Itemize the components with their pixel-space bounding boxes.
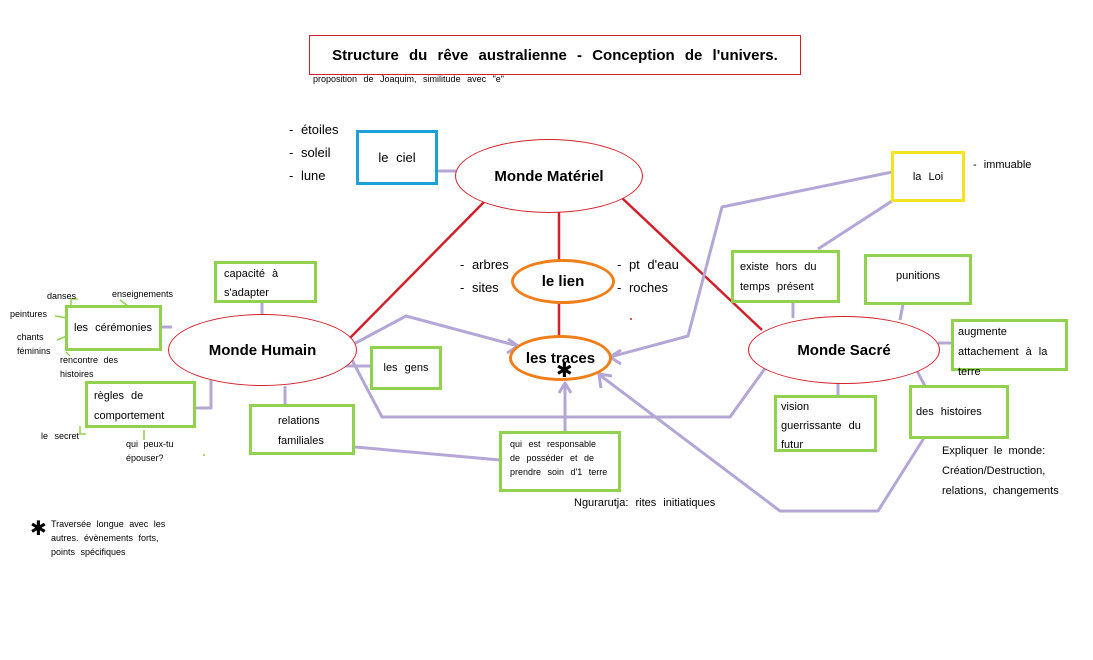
ciel-item: - étoiles xyxy=(289,122,339,137)
le-ciel-label: le ciel xyxy=(378,149,416,165)
star-icon: ✱ xyxy=(556,360,573,382)
ceremony-label: rencontre des histoires xyxy=(60,355,119,379)
arrow-loi-traces xyxy=(609,170,893,359)
arrow-humain-traces xyxy=(351,314,519,348)
subtitle: proposition de Joaquim, similitude avec … xyxy=(313,74,504,84)
ngurarutja-label: Ngurarutja: rites initiatiques xyxy=(574,497,716,509)
lien-left-item: - arbres xyxy=(460,257,509,272)
box-le-ciel: le ciel xyxy=(356,130,438,185)
node-le-lien: le lien xyxy=(511,259,615,304)
box-punitions: punitions xyxy=(864,254,972,305)
expliquer-label: Expliquer le monde: Création/Destruction… xyxy=(942,445,1059,497)
line-humain-sacre xyxy=(350,359,768,419)
ciel-item: - lune xyxy=(289,168,326,183)
arrow-histoires-traces xyxy=(600,374,926,513)
box-responsable: qui est responsable de posséder et de pr… xyxy=(499,431,621,492)
line-relations-responsable xyxy=(354,445,501,462)
box-les-gens: les gens xyxy=(370,346,442,390)
ceremony-label: peintures xyxy=(10,309,48,319)
footnote-star-icon: ✱ xyxy=(30,518,47,540)
node-les-traces: les traces xyxy=(509,335,612,381)
page-title: Structure du rêve australienne - Concept… xyxy=(309,35,801,75)
regles-label: qui peux-tu épouser? xyxy=(126,439,174,463)
lien-right-item: - pt d'eau xyxy=(617,257,679,272)
box-capacite: capacité à s'adapter xyxy=(214,261,317,303)
box-augmente: augmente attachement à la terre xyxy=(951,319,1068,378)
node-monde-materiel: Monde Matériel xyxy=(455,139,643,213)
box-existe: existe hors du temps présent xyxy=(731,250,840,303)
box-vision: vision guerrissante du futur xyxy=(774,395,877,452)
ceremony-label: danses xyxy=(47,291,77,301)
box-ceremonies: les cérémonies xyxy=(65,305,162,351)
node-monde-humain: Monde Humain xyxy=(168,314,357,386)
node-monde-sacre: Monde Sacré xyxy=(748,316,940,384)
box-la-loi: la Loi xyxy=(891,151,965,202)
line-materiel-humain xyxy=(347,201,485,341)
lien-right-item: - roches xyxy=(617,280,668,295)
footnote-text: Traversée longue avec les autres. évènem… xyxy=(51,519,166,557)
ceremony-label: chants féminins xyxy=(17,332,51,356)
la-loi-label: la Loi xyxy=(912,170,944,183)
ceremony-label: enseignements xyxy=(112,289,174,299)
box-des-histoires: des histoires xyxy=(909,385,1009,439)
box-regles: règles de comportement xyxy=(85,381,196,428)
ciel-item: - soleil xyxy=(289,145,331,160)
line-materiel-sacre xyxy=(621,197,763,331)
loi-note: - immuable xyxy=(973,159,1032,171)
lien-left-item: - sites xyxy=(460,280,499,295)
regles-label: le secret xyxy=(41,431,80,441)
box-relations: relations familiales xyxy=(249,404,355,455)
